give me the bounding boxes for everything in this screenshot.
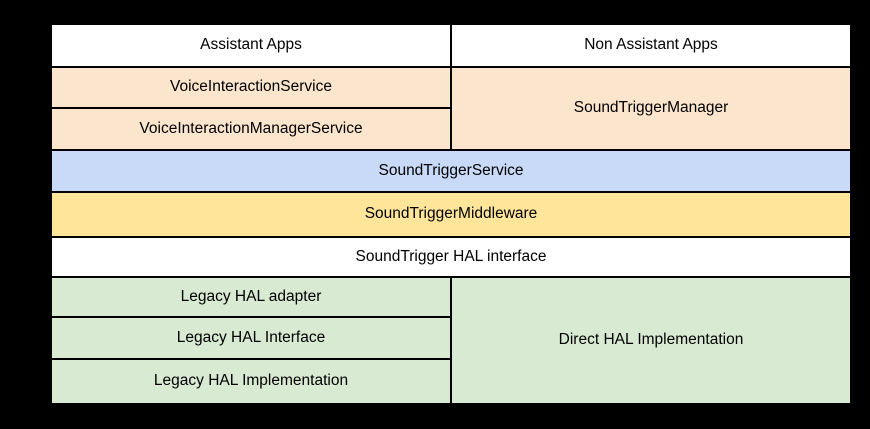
cell-legacy-hal-implementation: Legacy HAL Implementation bbox=[52, 360, 450, 403]
cell-sound-trigger-hal-interface: SoundTrigger HAL interface bbox=[52, 238, 850, 276]
cell-direct-hal-implementation: Direct HAL Implementation bbox=[452, 278, 850, 403]
soundtrigger-stack-diagram: Assistant Apps Non Assistant Apps VoiceI… bbox=[52, 25, 850, 403]
cell-assistant-apps: Assistant Apps bbox=[52, 25, 450, 66]
cell-sound-trigger-middleware: SoundTriggerMiddleware bbox=[52, 193, 850, 236]
cell-legacy-hal-adapter: Legacy HAL adapter bbox=[52, 278, 450, 316]
cell-voice-interaction-manager-service: VoiceInteractionManagerService bbox=[52, 109, 450, 149]
cell-sound-trigger-service: SoundTriggerService bbox=[52, 151, 850, 191]
cell-non-assistant-apps: Non Assistant Apps bbox=[452, 25, 850, 66]
cell-voice-interaction-service: VoiceInteractionService bbox=[52, 68, 450, 107]
cell-sound-trigger-manager: SoundTriggerManager bbox=[452, 68, 850, 149]
cell-legacy-hal-interface: Legacy HAL Interface bbox=[52, 318, 450, 358]
